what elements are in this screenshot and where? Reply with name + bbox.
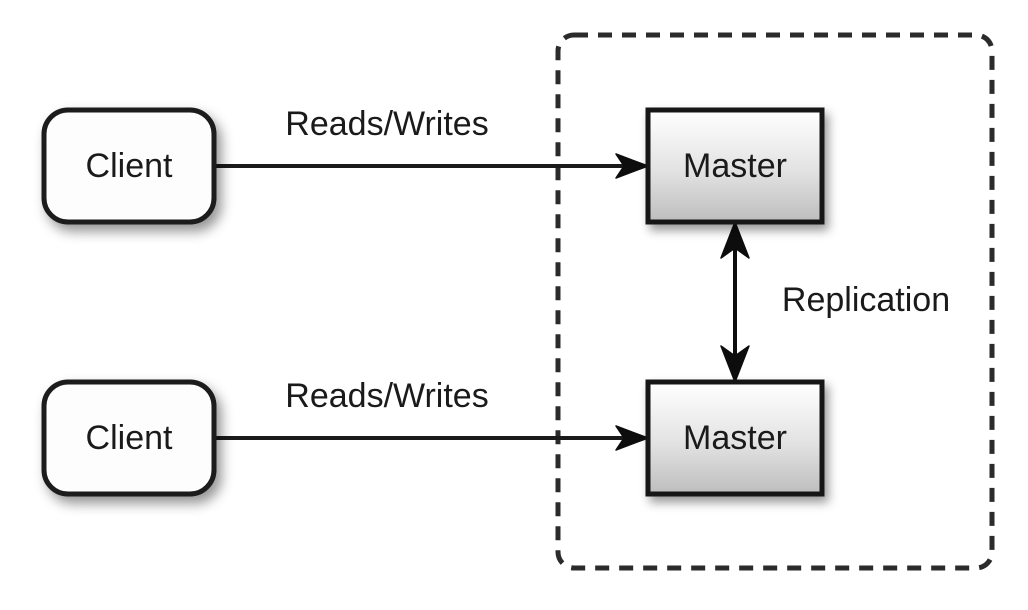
node-shape [645,379,825,497]
replication-cluster-boundary [555,32,995,571]
node-shape [41,107,217,225]
node-master-bottom[interactable]: Master [645,379,825,497]
arrowhead-down-icon [720,345,750,383]
edge-reads-writes-top [214,153,649,179]
node-shape [645,107,825,225]
node-label: Client [86,147,173,185]
node-client-bottom[interactable]: Client [41,379,217,497]
edge-replication [720,221,750,383]
edge-label-reads-writes-top: Reads/Writes [285,105,488,143]
arrowhead-icon [615,153,649,179]
node-label: Master [683,419,787,457]
node-client-top[interactable]: Client [41,107,217,225]
edge-label-reads-writes-bottom: Reads/Writes [285,377,488,415]
node-shape [41,379,217,497]
arrowhead-up-icon [720,221,750,259]
edge-label-replication: Replication [782,281,950,319]
node-master-top[interactable]: Master [645,107,825,225]
edge-reads-writes-bottom [214,425,649,451]
node-label: Client [86,419,173,457]
arrowhead-icon [615,425,649,451]
node-label: Master [683,147,787,185]
